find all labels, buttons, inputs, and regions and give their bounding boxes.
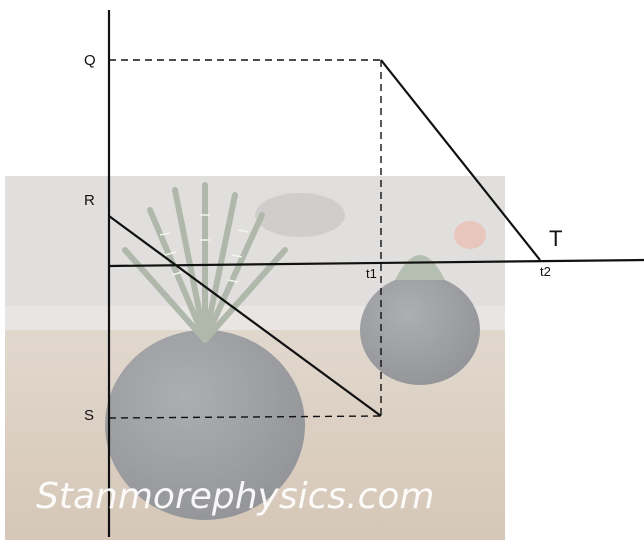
label-q: Q (84, 52, 96, 69)
label-s: S (84, 407, 94, 424)
label-t: T (549, 226, 562, 251)
s-dashed-guide (108, 415, 382, 419)
background-photo (5, 176, 505, 540)
segment-r-to-s (108, 215, 382, 417)
segment-q-to-t2 (380, 59, 541, 261)
watermark-text: Stanmorephysics.com (36, 476, 435, 517)
time-axis (108, 258, 644, 268)
label-t2: t2 (540, 264, 551, 279)
label-r: R (84, 192, 95, 209)
label-t1: t1 (366, 266, 377, 281)
